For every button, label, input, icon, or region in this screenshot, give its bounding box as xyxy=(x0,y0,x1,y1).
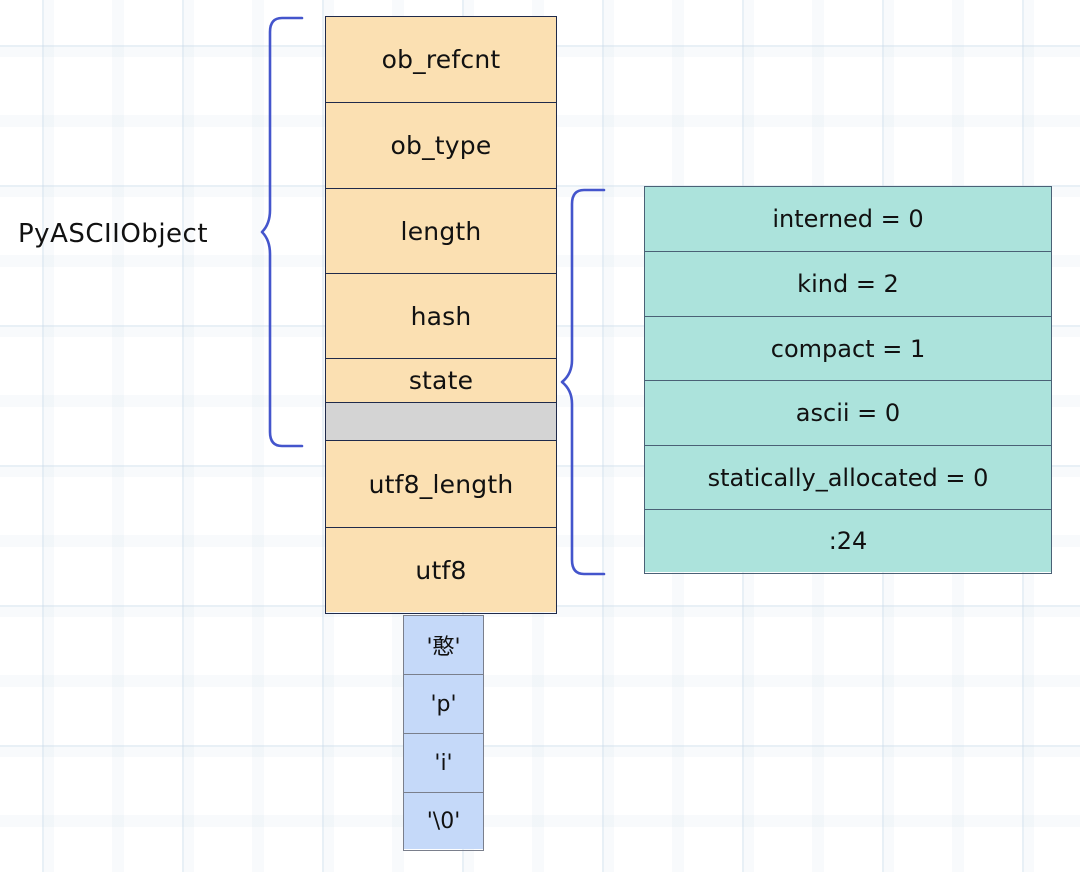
brace-state-bitfield xyxy=(560,188,606,576)
struct-field-length: length xyxy=(326,189,556,274)
utf8-byte-buffer: '憨' 'p' 'i' '\0' xyxy=(403,615,484,851)
state-bitfield-struct: interned = 0 kind = 2 compact = 1 ascii … xyxy=(644,186,1052,574)
utf8-byte-1: 'p' xyxy=(404,675,483,734)
struct-field-ob-type: ob_type xyxy=(326,103,556,189)
state-field-ascii: ascii = 0 xyxy=(645,381,1051,446)
struct-field-utf8: utf8 xyxy=(326,528,556,612)
struct-field-state: state xyxy=(326,359,556,403)
struct-field-hash: hash xyxy=(326,274,556,359)
state-field-compact: compact = 1 xyxy=(645,317,1051,381)
struct-field-utf8-length: utf8_length xyxy=(326,441,556,528)
state-field-kind: kind = 2 xyxy=(645,252,1051,317)
utf8-byte-2: 'i' xyxy=(404,734,483,793)
state-field-interned: interned = 0 xyxy=(645,187,1051,252)
utf8-byte-0: '憨' xyxy=(404,616,483,675)
utf8-byte-3: '\0' xyxy=(404,793,483,849)
brace-pyasciiobject xyxy=(260,16,304,448)
struct-field-ob-refcnt: ob_refcnt xyxy=(326,17,556,103)
state-field-reserved-bits: :24 xyxy=(645,510,1051,572)
pyasciiobject-struct: ob_refcnt ob_type length hash state utf8… xyxy=(325,16,557,614)
state-field-statically-allocated: statically_allocated = 0 xyxy=(645,446,1051,510)
pyasciiobject-label: PyASCIIObject xyxy=(18,219,209,249)
struct-field-padding xyxy=(326,403,556,441)
